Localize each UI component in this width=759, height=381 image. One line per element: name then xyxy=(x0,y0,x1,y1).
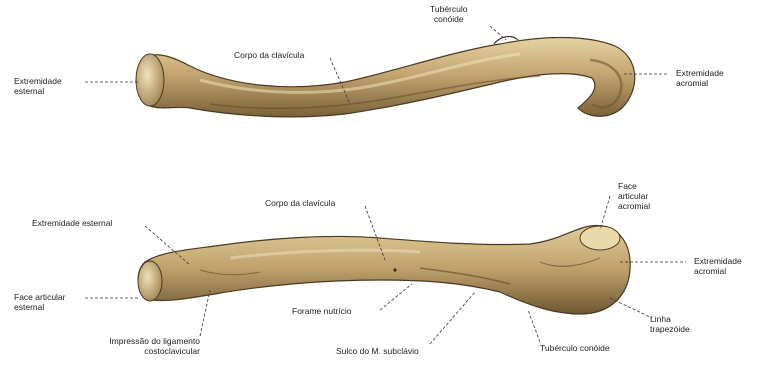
label-sulco-subclavio: Sulco do M. subclávio xyxy=(336,346,419,356)
label-extremidade-acromial-top: Extremidade acromial xyxy=(676,68,724,88)
label-extremidade-esternal-top: Extremidade esternal xyxy=(14,76,62,96)
label-linha-trapezoide: Linha trapezóide xyxy=(650,314,690,334)
label-face-articular-acromial: Face articular acromial xyxy=(618,181,650,211)
inferior-clavicle-bone xyxy=(138,225,630,314)
label-corpo-clavicula-top: Corpo da clavícula xyxy=(234,50,304,60)
label-extremidade-esternal-bottom: Extremidade esternal xyxy=(32,218,112,228)
label-corpo-clavicula-bottom: Corpo da clavícula xyxy=(265,198,335,208)
label-tuberculo-conoide-bottom: Tubérculo conóide xyxy=(540,343,610,353)
superior-clavicle-bone xyxy=(136,37,635,117)
label-forame-nutricio: Forame nutrício xyxy=(292,306,352,316)
label-face-articular-esternal: Face articular esternal xyxy=(14,292,66,312)
label-extremidade-acromial-bottom: Extremidade acromial xyxy=(694,256,742,276)
label-impressao-ligamento: Impressão do ligamento costoclavicular xyxy=(76,336,200,356)
label-tuberculo-conoide-top: Tubérculo conóide xyxy=(430,4,467,24)
